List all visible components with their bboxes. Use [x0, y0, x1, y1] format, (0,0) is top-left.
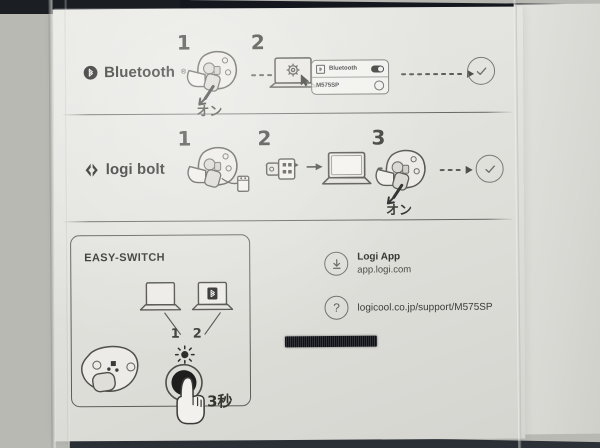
divider-2	[61, 218, 514, 223]
bluetooth-panel-title: Bluetooth	[329, 65, 358, 72]
logi-bolt-result-check-circle-icon	[475, 154, 504, 183]
logi-bolt-icon	[84, 162, 100, 178]
trackball-mouse-power-on-icon	[183, 46, 245, 106]
toggle-on-icon[interactable]	[371, 64, 385, 72]
logi-bolt-arrow-4	[439, 165, 473, 175]
logi-bolt-label: logi bolt	[105, 160, 165, 179]
logi-bolt-arrow-2	[306, 162, 323, 172]
divider-1	[61, 111, 514, 116]
question-mark-icon: ?	[324, 295, 349, 320]
dark-strip-marking	[284, 335, 378, 348]
easy-switch-channel-1-laptop-icon	[138, 281, 182, 315]
bluetooth-panel-device-name: M575SP	[316, 82, 340, 89]
logi-bolt-step-3-caption: オン	[385, 203, 412, 219]
logi-app-title: Logi App	[357, 251, 401, 263]
bluetooth-arrow-2	[401, 69, 475, 79]
usb-receiver-dongle-icon	[265, 156, 306, 182]
easy-switch-channel-2-laptop-bluetooth-icon	[190, 280, 234, 314]
logi-bolt-brand: logi bolt	[84, 161, 165, 178]
logi-bolt-step-2-number: 2	[257, 126, 272, 151]
bluetooth-settings-panel[interactable]: Bluetooth M575SP	[310, 59, 390, 95]
trackball-mouse-power-on-icon-2	[372, 145, 434, 205]
logi-app-url[interactable]: app.logi.com	[357, 263, 412, 276]
pairing-spinner-icon	[374, 80, 385, 91]
easy-switch-title: EASY-SWITCH	[84, 251, 166, 265]
paper-sheet-right-page	[513, 3, 600, 435]
laptop-icon	[320, 149, 374, 189]
bluetooth-icon	[83, 65, 98, 80]
bluetooth-label: Bluetooth	[104, 63, 176, 82]
bluetooth-panel-device-row[interactable]: M575SP	[312, 77, 388, 93]
download-icon	[324, 251, 349, 276]
support-link[interactable]: ? logicool.co.jp/support/M575SP	[324, 295, 493, 320]
bluetooth-brand: Bluetooth ®	[83, 64, 186, 82]
hand-press-icon	[171, 372, 215, 426]
easy-switch-pointer-lines	[151, 312, 237, 339]
bluetooth-step-1-caption: オン	[196, 104, 223, 120]
led-blink-icon	[174, 345, 196, 365]
support-url[interactable]: logicool.co.jp/support/M575SP	[357, 301, 493, 314]
bluetooth-panel-header-row: Bluetooth	[312, 60, 389, 78]
easy-switch-channel-1-number: 1	[170, 326, 180, 342]
trackball-mouse-with-receiver-icon	[182, 144, 258, 202]
logi-app-link[interactable]: Logi App app.logi.com	[324, 251, 411, 276]
bluetooth-settings-icon	[316, 64, 326, 74]
trackball-mouse-top-icon	[77, 341, 149, 397]
bluetooth-step-2-number: 2	[250, 30, 265, 55]
easy-switch-hold-duration: 3秒	[207, 392, 233, 411]
bluetooth-result-check-circle-icon	[466, 56, 496, 85]
easy-switch-channel-2-number: 2	[192, 326, 202, 342]
sheet-content: Bluetooth ® 1 オン 2	[53, 7, 526, 442]
